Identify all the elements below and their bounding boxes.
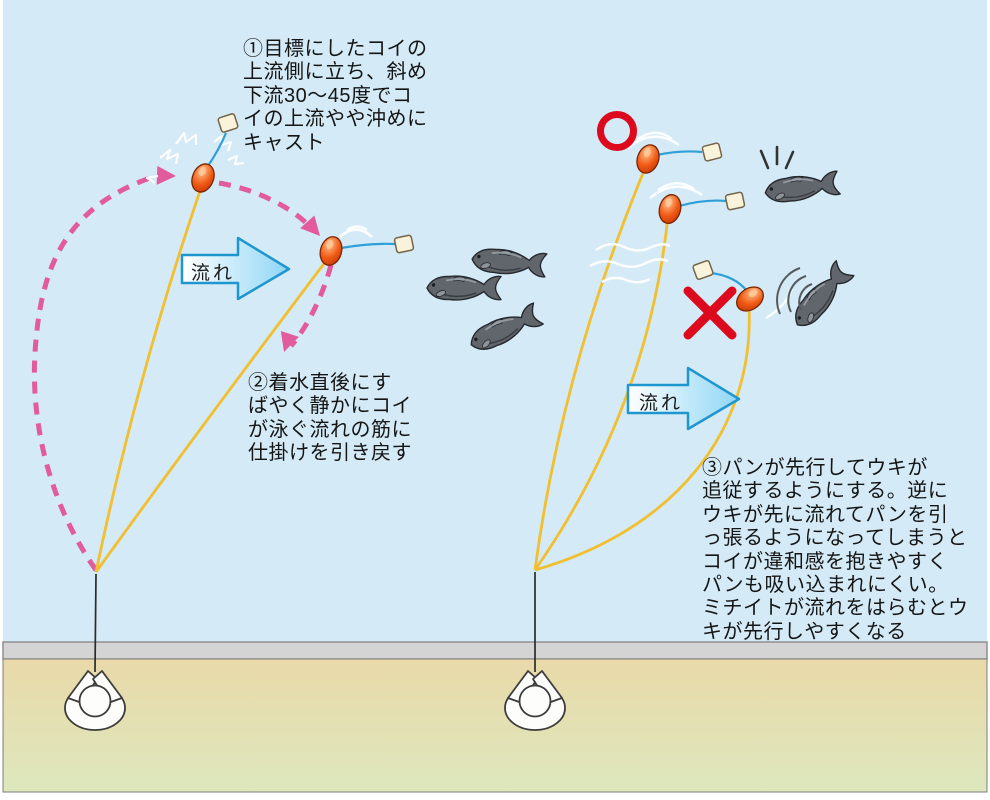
main-line-right bbox=[533, 165, 751, 572]
bread-bait-right-2 bbox=[724, 191, 746, 211]
ripples-right bbox=[627, 131, 794, 320]
cast-trajectory-arrow bbox=[31, 175, 334, 572]
leader-right bbox=[656, 150, 748, 292]
flow-label-left: 流れ bbox=[190, 263, 235, 284]
note-step3-line: コイが違和感を抱きやすく bbox=[702, 550, 948, 573]
alert-marks bbox=[759, 145, 795, 170]
cast-arrowheads bbox=[156, 165, 320, 352]
good-mark-icon bbox=[597, 111, 637, 151]
flow-label-right: 流れ bbox=[638, 393, 683, 414]
note-step2-line: が泳ぐ流れの筋に bbox=[248, 418, 412, 441]
fishing-rod-left bbox=[94, 573, 97, 673]
note-step1-line: 下流30〜45度でコ bbox=[243, 84, 413, 107]
note-step3-line: っ張るようになってしまうと bbox=[702, 527, 968, 550]
current-streaks bbox=[589, 242, 671, 284]
main-line-left bbox=[94, 184, 331, 573]
note-step1: ①目標にしたコイの 上流側に立ち、斜め 下流30〜45度でコ イの上流やや沖めに… bbox=[243, 38, 428, 155]
flow-arrow-left bbox=[180, 236, 291, 301]
koi-fish-school-2 bbox=[426, 275, 502, 301]
ground-bank bbox=[2, 658, 988, 793]
note-step1-line: 上流側に立ち、斜め bbox=[243, 61, 428, 84]
note-step2-line: ばやく静かにコイ bbox=[248, 395, 412, 418]
note-step3-line: パンも吸い込まれにくい。 bbox=[702, 574, 949, 597]
note-step3-line: ウキが先に流れてパンを引 bbox=[702, 503, 949, 526]
note-step3-line: キが先行しやすくなる bbox=[702, 620, 907, 643]
motion-arcs bbox=[776, 267, 813, 315]
bread-bait-left-2 bbox=[393, 234, 415, 254]
note-step2-line: 仕掛けを引き戻す bbox=[248, 442, 412, 465]
note-step2: ②着水直後にす ばやく静かにコイ が泳ぐ流れの筋に 仕掛けを引き戻す bbox=[248, 372, 412, 466]
note-step2-line: ②着水直後にす bbox=[248, 372, 392, 394]
note-step3-line: ミチイトが流れをはらむとウ bbox=[702, 597, 969, 620]
bread-bait-right-1 bbox=[701, 141, 723, 163]
note-step1-line: イの上流やや沖めに bbox=[243, 108, 428, 131]
bad-mark-icon bbox=[683, 286, 737, 340]
note-step1-line: ①目標にしたコイの bbox=[243, 38, 428, 60]
flow-arrow-right bbox=[626, 366, 741, 431]
bank-edge bbox=[2, 641, 988, 660]
note-step3-line: 追従するようにする。逆に bbox=[702, 480, 949, 503]
note-step3: ③パンが先行してウキが 追従するようにする。逆に ウキが先に流れてパンを引 っ張… bbox=[702, 457, 969, 644]
splash-lines bbox=[145, 131, 245, 184]
ripple-left-float2 bbox=[339, 225, 373, 238]
note-step1-line: キャスト bbox=[243, 131, 325, 154]
note-step3-line: ③パンが先行してウキが bbox=[702, 457, 928, 479]
